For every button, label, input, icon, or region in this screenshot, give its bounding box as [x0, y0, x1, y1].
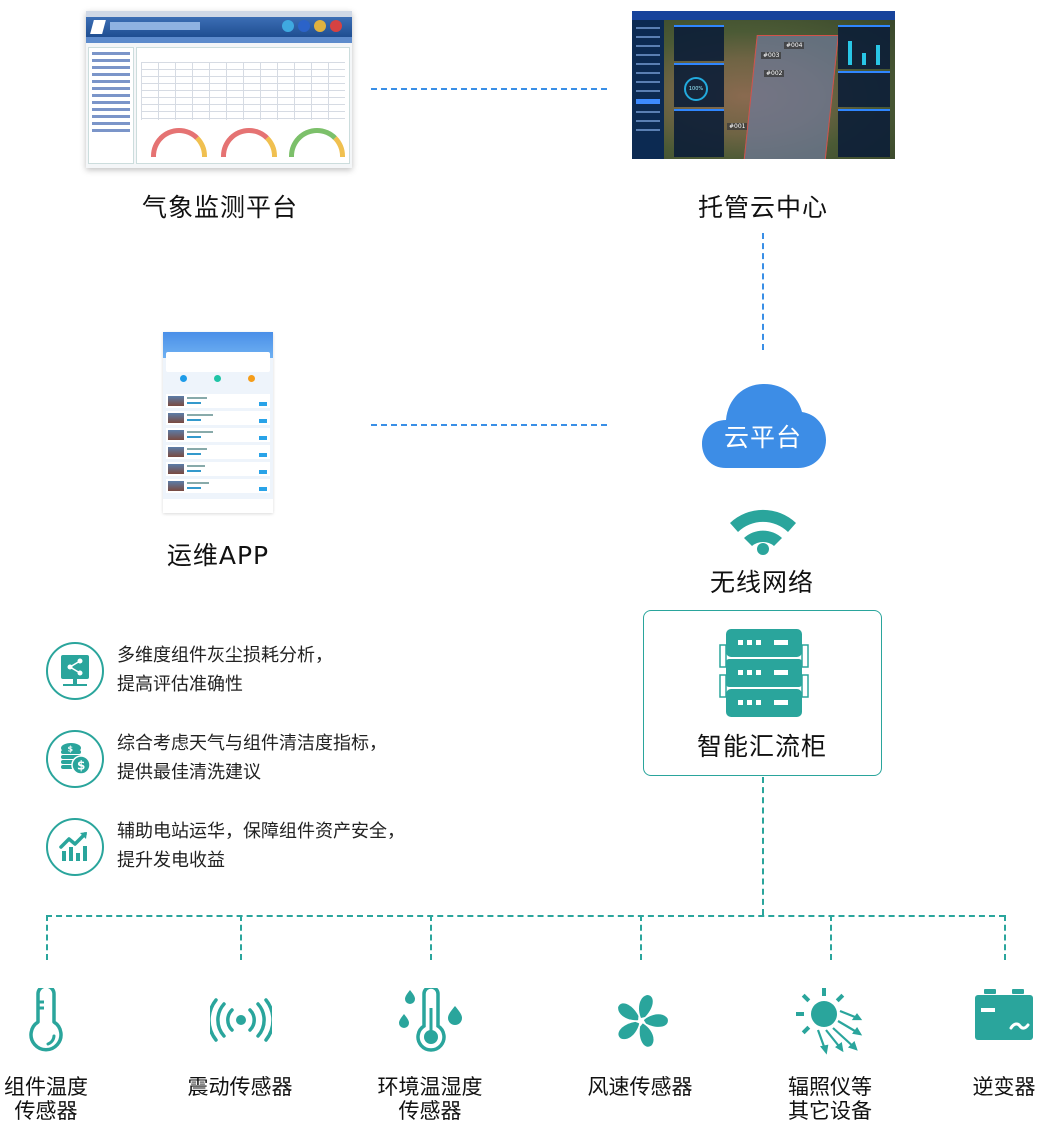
weather-platform-label: 气象监测平台: [141, 193, 298, 222]
thermometer-icon: [29, 988, 63, 1052]
feature-line: 提高评估准确性: [117, 674, 243, 695]
monitor-share-icon: [61, 655, 89, 686]
temp-humidity-icon: [399, 988, 462, 1052]
connector-drop: [46, 915, 48, 960]
connector-drop: [240, 915, 242, 960]
map-tag: #001: [727, 123, 748, 130]
weather-platform-screenshot: [86, 11, 352, 168]
connector-center-platform: [762, 233, 764, 350]
connector-drop: [430, 915, 432, 960]
wireless-label: 无线网络: [709, 568, 814, 597]
trend-chart-icon: [59, 832, 87, 861]
connector-app-cloud: [371, 424, 607, 426]
ring-gauge: 100%: [684, 77, 708, 101]
device-label: 风速传感器: [587, 1075, 693, 1099]
combiner-box-label: 智能汇流柜: [696, 732, 827, 761]
map-tag: #003: [761, 52, 782, 59]
device-label: 环境温湿度传感器: [377, 1075, 483, 1123]
feature-line: 多维度组件灰尘损耗分析，: [117, 645, 333, 666]
device-label: 辐照仪等其它设备: [788, 1075, 872, 1123]
map-tag: #002: [764, 70, 785, 77]
vibration-icon: [210, 998, 272, 1042]
ops-app-label: 运维APP: [166, 541, 270, 570]
device-label: 逆变器: [972, 1075, 1036, 1099]
feature-item: 综合考虑天气与组件清洁度指标， 提供最佳清洗建议: [117, 729, 387, 787]
svg-text:$: $: [68, 745, 74, 754]
coins-dollar-icon: $ $: [61, 743, 91, 775]
feature-item-icon-wrap: [46, 642, 104, 700]
inverter-battery-icon: [975, 989, 1033, 1040]
feature-item: 辅助电站运华，保障组件资产安全， 提升发电收益: [117, 817, 405, 875]
svg-text:$: $: [77, 759, 85, 773]
cloud-platform-label: 云平台: [723, 423, 802, 452]
sun-radiation-icon: [796, 988, 863, 1055]
fan-icon: [618, 995, 668, 1047]
connector-bus: [46, 915, 1005, 917]
connector-drop: [830, 915, 832, 960]
feature-item-icon-wrap: [46, 818, 104, 876]
device-label: 组件温度传感器: [4, 1075, 88, 1123]
feature-item-icon-wrap: $ $: [46, 730, 104, 788]
wifi-icon: [730, 509, 796, 555]
connector-weather-cloud: [371, 88, 607, 90]
server-rack-icon: [719, 629, 809, 717]
connector-cabinet-bus: [762, 777, 764, 915]
map-tag: #004: [784, 42, 805, 49]
device-label: 震动传感器: [187, 1075, 293, 1099]
feature-line: 辅助电站运华，保障组件资产安全，: [117, 821, 405, 842]
combiner-box-card: 智能汇流柜: [643, 610, 882, 776]
feature-line: 综合考虑天气与组件清洁度指标，: [117, 733, 387, 754]
ops-app-screenshot: [163, 332, 273, 513]
cloud-icon: [702, 384, 826, 468]
connector-drop: [1004, 915, 1006, 960]
feature-line: 提升发电收益: [117, 850, 225, 871]
connector-drop: [640, 915, 642, 960]
cloud-center-label: 托管云中心: [697, 193, 828, 222]
feature-item: 多维度组件灰尘损耗分析， 提高评估准确性: [117, 641, 333, 699]
cloud-center-screenshot: #004 #003 #002 #001 100%: [632, 11, 895, 159]
feature-line: 提供最佳清洗建议: [117, 762, 261, 783]
